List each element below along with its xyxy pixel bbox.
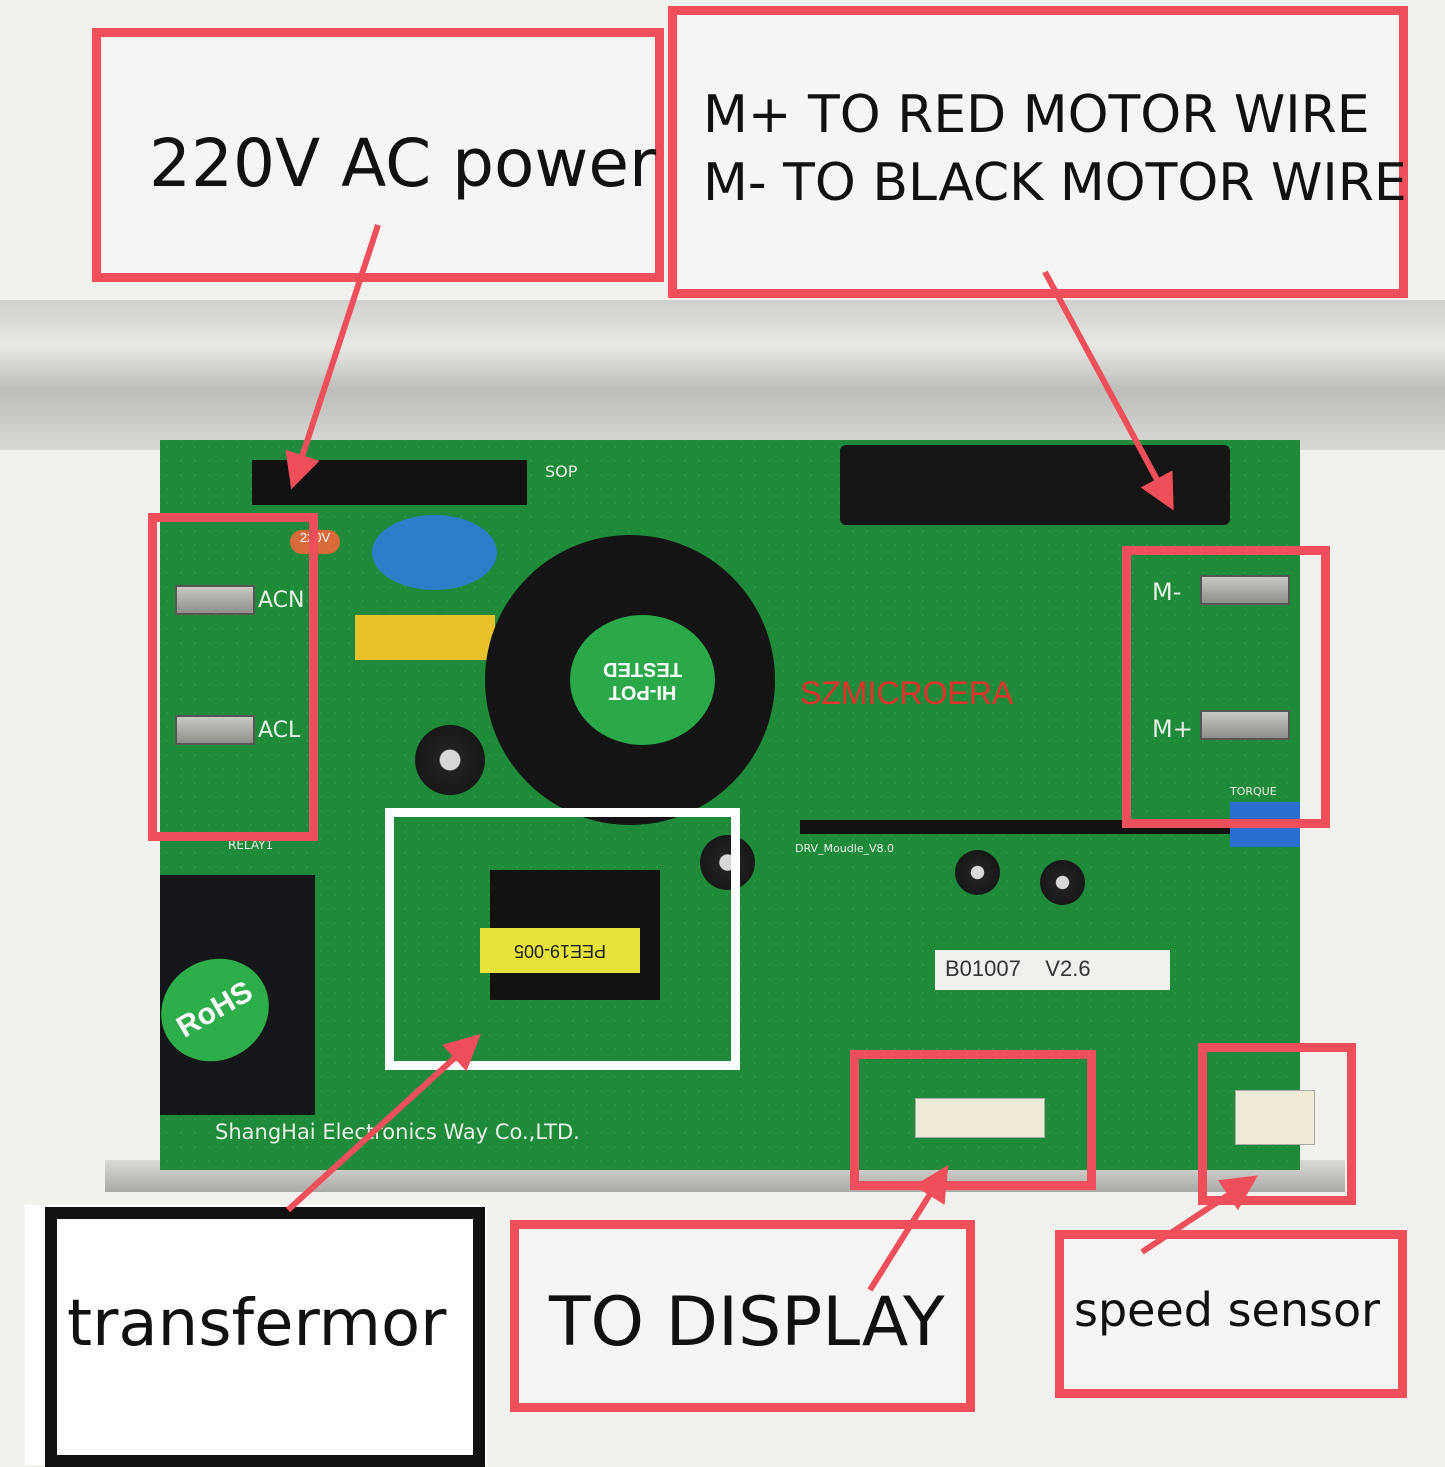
version-label: B01007 V2.6: [935, 950, 1170, 990]
m-minus-label: M-: [1152, 578, 1182, 606]
maker-label: ShangHai Electronics Way Co.,LTD.: [215, 1120, 580, 1144]
ac-power-callout: 220V AC power: [92, 28, 664, 282]
speed-sensor-callout: speed sensor: [1055, 1230, 1407, 1398]
m-minus-terminal: [1200, 575, 1290, 605]
capacitor: [415, 725, 485, 795]
acn-label: ACN: [258, 588, 305, 613]
transformer-highlight: [385, 808, 740, 1070]
speed-connector-highlight: [1198, 1043, 1356, 1205]
arrow-display: [867, 1164, 949, 1292]
display-text: TO DISPLAY: [549, 1283, 945, 1362]
x-capacitor: [355, 615, 495, 660]
capacitor: [700, 835, 755, 890]
motor-line1-text: M+ TO RED MOTOR WIRE: [703, 85, 1370, 145]
acl-label: ACL: [258, 718, 301, 743]
pcb-board: ACN ACL SOP 220V HI-POT TESTED DRV_Moudl…: [142, 440, 1315, 1170]
capacitor: [955, 850, 1000, 895]
display-connector: [915, 1098, 1045, 1138]
arrow-motor: [1042, 270, 1174, 511]
capacitor: [1040, 860, 1085, 905]
acn-terminal: [175, 585, 255, 615]
varistor: [372, 515, 497, 590]
watermark: SZMICROERA: [800, 675, 1014, 711]
sop-label: SOP: [545, 462, 578, 481]
metal-bracket: [0, 300, 1445, 450]
ac-power-text: 220V AC power: [149, 125, 657, 202]
speed-sensor-text: speed sensor: [1074, 1283, 1381, 1337]
display-callout: TO DISPLAY: [510, 1220, 975, 1412]
relay-label: RELAY1: [228, 838, 274, 852]
motor-line2-text: M- TO BLACK MOTOR WIRE: [703, 153, 1407, 213]
m-plus-terminal: [1200, 710, 1290, 740]
speed-sensor-connector: [1235, 1090, 1315, 1145]
drv-label: DRV_Moudle_V8.0: [795, 842, 895, 855]
display-connector-highlight: [850, 1050, 1096, 1190]
arrow-transformer: [285, 1033, 481, 1213]
transformer-text: transfermor: [67, 1287, 447, 1361]
arrow-ac: [285, 224, 381, 490]
arrow-speed: [1140, 1175, 1259, 1255]
motor-terminal-highlight: [1122, 546, 1330, 828]
motor-wire-callout: M+ TO RED MOTOR WIRE M- TO BLACK MOTOR W…: [668, 6, 1408, 298]
acl-terminal: [175, 715, 255, 745]
torque-label: TORQUE: [1230, 785, 1277, 798]
ac-terminal-highlight: [148, 513, 318, 841]
m-plus-label: M+: [1152, 715, 1193, 743]
